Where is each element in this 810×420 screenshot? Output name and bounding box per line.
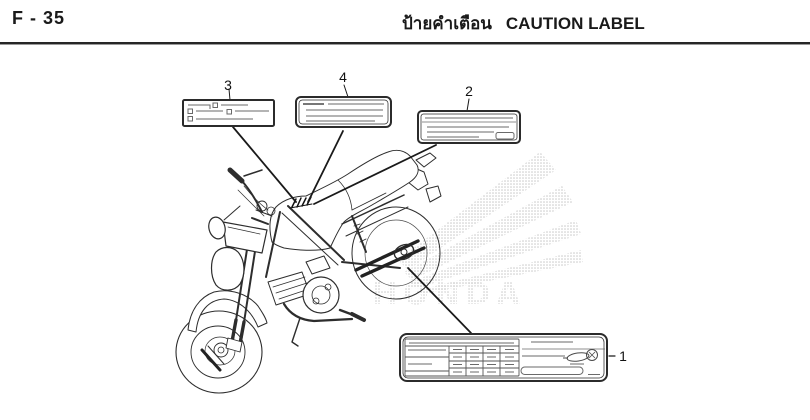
callout-number-3[interactable]: 3 [224, 77, 232, 93]
tank-seat-seam [337, 179, 353, 211]
leader-line-1 [407, 267, 472, 334]
tire-gauge-icon [563, 349, 598, 362]
caution-label-box-3 [182, 99, 275, 127]
engine [267, 255, 340, 314]
label-location-hatch [289, 196, 313, 209]
mirror [208, 205, 241, 240]
rear-wheel [351, 206, 441, 300]
tick-2 [466, 98, 470, 112]
page-title-thai: ป้ายคำเตือน [402, 14, 492, 33]
handlebar [227, 167, 276, 217]
leader-lines [228, 84, 616, 357]
page-code: F - 35 [12, 8, 66, 28]
rear-frame-shock [341, 194, 409, 253]
page-title: ป้ายคำเตือน CAUTION LABEL [402, 10, 645, 37]
leader-line-4 [307, 130, 344, 203]
header-divider [0, 42, 810, 45]
leader-line-2 [313, 144, 437, 205]
label-1-right-panel [520, 341, 605, 375]
headlight [210, 246, 245, 291]
leader-line-3 [232, 126, 297, 203]
callout-number-2[interactable]: 2 [465, 83, 473, 99]
front-wheel [175, 310, 263, 394]
tick-4 [343, 84, 349, 98]
page-title-english: CAUTION LABEL [505, 14, 645, 33]
main-frame [265, 205, 345, 278]
label-1-table [404, 338, 520, 377]
caution-label-box-4 [295, 96, 392, 128]
honda-wing-watermark: HONDA [372, 152, 583, 312]
exhaust-footpeg [282, 302, 366, 347]
callout-number-4[interactable]: 4 [339, 69, 347, 85]
honda-watermark-text: HONDA [372, 277, 526, 312]
motorcycle-illustration [175, 149, 442, 394]
caution-label-box-1 [399, 333, 608, 382]
tick-3 [228, 88, 231, 101]
callout-number-1[interactable]: 1 [619, 348, 627, 364]
caution-label-box-2 [417, 110, 521, 144]
swingarm-chain [341, 239, 426, 278]
front-number-plate [222, 221, 268, 254]
